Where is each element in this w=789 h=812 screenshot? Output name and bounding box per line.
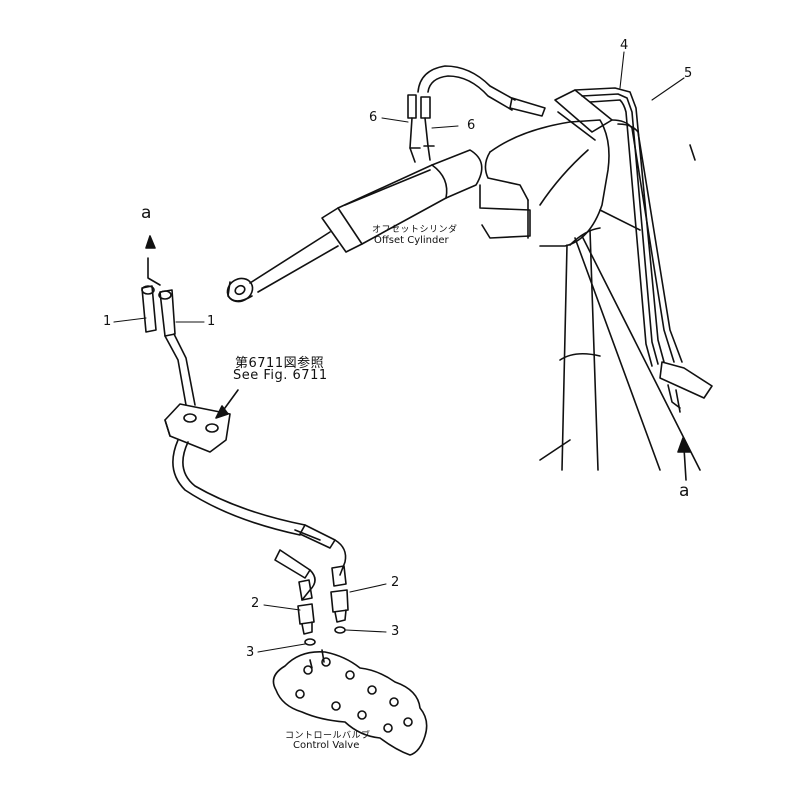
callout-1-right: 1 (207, 314, 216, 329)
callout-3-right: 3 (391, 624, 400, 639)
callout-1-left: 1 (103, 314, 112, 329)
control-valve-label-jp: コントロールバルブ (285, 731, 371, 741)
callout-leaders (113, 51, 685, 653)
boom-pipes (554, 87, 713, 413)
callout-3-left: 3 (246, 645, 255, 660)
control-valve (272, 649, 428, 756)
see-figure-label-jp: 第6711図参照 (235, 356, 325, 371)
see-figure-label-en: See Fig. 6711 (233, 368, 328, 383)
control-valve-label-en: Control Valve (293, 740, 360, 751)
offset-cylinder (226, 149, 483, 303)
arrow-a-label-top: a (141, 203, 152, 223)
callout-4: 4 (620, 38, 629, 53)
offset-cylinder-label-jp: オフセットシリンダ (372, 225, 458, 235)
left-hose-assembly (141, 235, 347, 601)
fittings-2-3 (297, 565, 349, 646)
cylinder-hoses (407, 65, 546, 163)
boom-structure (479, 119, 701, 471)
callout-2-right: 2 (391, 575, 400, 590)
callout-6-left: 6 (369, 110, 378, 125)
arrow-a-label-bottom: a (679, 481, 690, 501)
callout-2-left: 2 (251, 596, 260, 611)
callout-6-right: 6 (467, 118, 476, 133)
callout-5: 5 (684, 66, 693, 81)
reference-leader (215, 389, 239, 419)
arrow-a-bottom (677, 437, 691, 481)
offset-cylinder-label-en: Offset Cylinder (374, 235, 449, 246)
